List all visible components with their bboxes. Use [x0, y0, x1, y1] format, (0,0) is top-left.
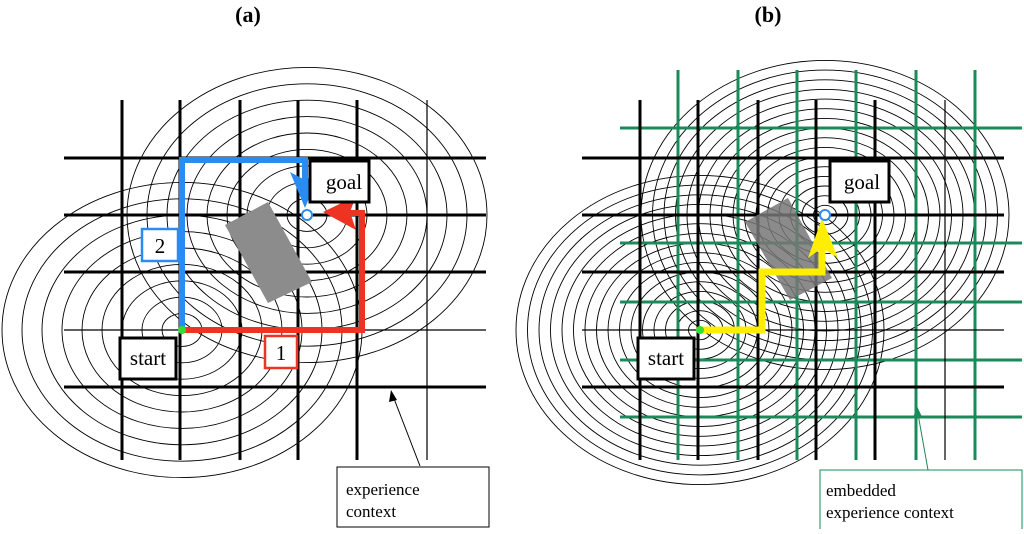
start-point: [178, 326, 186, 334]
panel-b: (b): [515, 2, 1023, 529]
route-2-label-box: 2: [140, 227, 180, 263]
route-1-label-box: 1: [263, 334, 299, 370]
route-1: [182, 196, 365, 333]
goal-point: [819, 209, 831, 221]
start-box: start: [636, 336, 696, 381]
goal-point: [301, 209, 313, 221]
embedded-route-arrowhead: [808, 218, 838, 258]
context-label-box: embedded experience context: [819, 469, 1023, 529]
route-1-arrowhead: [323, 196, 356, 230]
context-label-box: experience context: [336, 466, 490, 528]
start-label: start: [130, 346, 166, 370]
goal-box: goal: [828, 159, 891, 204]
route-1-label: 1: [276, 341, 287, 365]
start-label: start: [648, 346, 684, 370]
context-pointer: [913, 406, 929, 471]
route-2-label: 2: [155, 234, 166, 258]
start-box: start: [118, 336, 178, 381]
obstacle: [225, 202, 312, 303]
panel-a: (a): [1, 2, 490, 528]
start-point: [696, 326, 704, 334]
goal-label: goal: [844, 170, 880, 194]
goal-box: goal: [308, 159, 371, 204]
embedded-route: [700, 218, 838, 334]
panel-a-label: (a): [235, 2, 261, 27]
context-label-line-2: experience context: [826, 503, 954, 522]
context-label-line-1: embedded: [826, 481, 896, 500]
context-pointer: [389, 390, 421, 467]
context-label-line-2: context: [346, 502, 396, 521]
fine-grid: [582, 100, 1004, 460]
goal-label: goal: [326, 170, 362, 194]
context-label-line-1: experience: [346, 480, 420, 499]
panel-b-label: (b): [755, 2, 782, 27]
